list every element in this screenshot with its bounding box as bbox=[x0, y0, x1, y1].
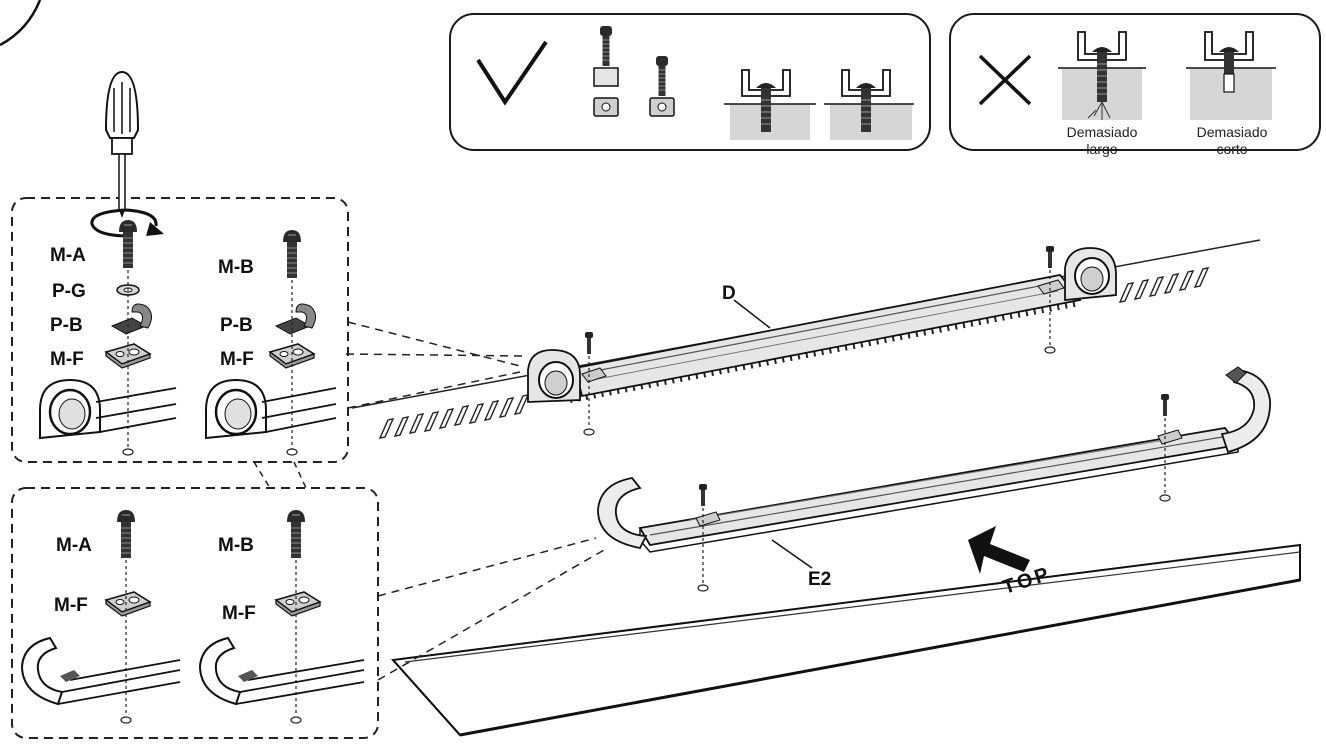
cable-clamp-icon bbox=[274, 303, 316, 335]
open-hook-detail bbox=[198, 636, 365, 706]
bracket-hook-detail bbox=[205, 378, 337, 440]
screw-icon bbox=[116, 509, 136, 559]
too-short-line-1: Demasiado bbox=[1196, 124, 1268, 140]
bracket-d bbox=[527, 247, 1117, 403]
label-mf: M-F bbox=[220, 349, 254, 370]
detail-box-upper bbox=[11, 70, 349, 463]
too-long-line-2: largo bbox=[1086, 141, 1118, 157]
top-direction-arrow-icon bbox=[968, 526, 1030, 574]
label-mf: M-F bbox=[54, 595, 88, 616]
rotate-arrow-icon bbox=[90, 208, 158, 238]
label-mf: M-F bbox=[50, 349, 84, 370]
wall-panel bbox=[390, 543, 1301, 737]
spacer-icon bbox=[593, 67, 619, 87]
mounting-plate-icon bbox=[105, 591, 151, 617]
check-mark-icon bbox=[476, 40, 548, 106]
correct-screw-depth-2 bbox=[824, 69, 914, 140]
bracket-hook-detail bbox=[39, 378, 177, 440]
screw-icon bbox=[118, 219, 138, 269]
detail-box-lower bbox=[11, 487, 379, 739]
label-pb: P-B bbox=[50, 315, 83, 336]
label-pb: P-B bbox=[220, 315, 253, 336]
correct-usage-panel bbox=[449, 13, 931, 151]
cross-mark-icon bbox=[978, 54, 1032, 106]
screw-icon bbox=[1161, 394, 1169, 416]
screw-too-long-icon bbox=[1058, 31, 1146, 120]
label-mb: M-B bbox=[218, 535, 254, 556]
part-label-d: D bbox=[722, 283, 736, 304]
vent-slots-left bbox=[378, 394, 530, 439]
open-hook-detail bbox=[20, 636, 181, 706]
mounting-plate-icon bbox=[275, 591, 321, 617]
screw-too-short-icon bbox=[1186, 31, 1276, 120]
screw-icon bbox=[282, 229, 302, 279]
incorrect-usage-panel bbox=[949, 13, 1321, 151]
too-long-caption: Demasiado largo bbox=[1046, 124, 1158, 158]
leader-line-e2 bbox=[771, 539, 813, 569]
label-ma: M-A bbox=[56, 535, 92, 556]
too-long-line-1: Demasiado bbox=[1066, 124, 1138, 140]
bracket-e2 bbox=[597, 366, 1271, 553]
too-short-line-2: corto bbox=[1216, 141, 1248, 157]
label-mb: M-B bbox=[218, 257, 254, 278]
leader-line-d bbox=[733, 299, 771, 329]
screw-icon bbox=[699, 484, 707, 506]
step-number-circle bbox=[0, 0, 42, 47]
correct-screw-depth-1 bbox=[724, 69, 816, 140]
screw-icon bbox=[585, 332, 593, 354]
label-mf: M-F bbox=[222, 603, 256, 624]
screw-icon bbox=[1046, 246, 1054, 268]
screwdriver-icon bbox=[104, 70, 140, 218]
part-label-e2: E2 bbox=[808, 569, 832, 590]
vent-slots-right bbox=[1118, 267, 1210, 303]
screw-icon bbox=[286, 509, 306, 559]
label-ma: M-A bbox=[50, 245, 86, 266]
label-pg: P-G bbox=[52, 281, 86, 302]
cable-clamp-icon bbox=[110, 303, 152, 335]
too-short-caption: Demasiado corto bbox=[1176, 124, 1288, 158]
